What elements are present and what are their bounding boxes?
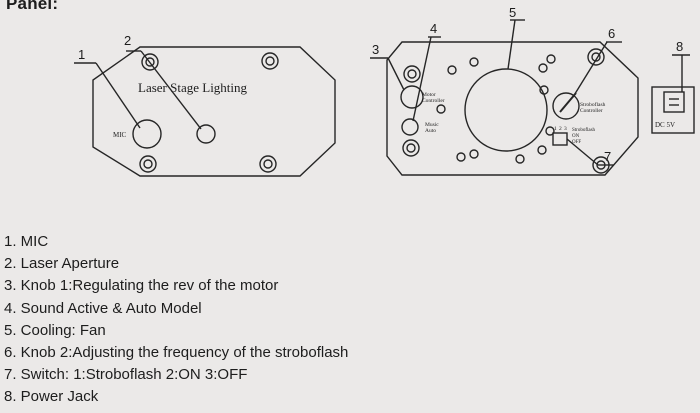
switch-position-label: 3 xyxy=(564,126,567,132)
motor-controller-label: Controller xyxy=(422,98,445,104)
hole-icon xyxy=(447,65,457,75)
svg-text:Motor Controller: Motor Controller xyxy=(422,92,445,104)
strobe-controller-label: Stroboflash xyxy=(580,101,606,108)
hole-icon xyxy=(456,152,466,162)
cooling-fan-icon xyxy=(464,68,548,152)
screw-icon xyxy=(259,155,277,173)
callout-number-3: 3 xyxy=(372,42,379,57)
front-panel-outline xyxy=(92,46,336,177)
hole-icon xyxy=(545,126,555,136)
legend-item: 4. Sound Active & Auto Model xyxy=(4,299,202,317)
callout-line-7 xyxy=(566,138,599,166)
callout-line-2b xyxy=(140,50,202,130)
svg-text:Stroboflash ON OFF: Stroboflash ON OFF xyxy=(572,128,596,145)
callout-number-4: 4 xyxy=(430,21,437,36)
legend-item: 6. Knob 2:Adjusting the frequency of the… xyxy=(4,344,349,362)
hole-icon xyxy=(537,145,547,155)
callout-number-5: 5 xyxy=(509,5,516,20)
callout-line-4b xyxy=(412,36,432,122)
legend-item: 5. Cooling: Fan xyxy=(4,321,106,339)
front-panel: Laser Stage Lighting MIC 1 2 xyxy=(74,33,336,177)
switch-icon xyxy=(552,132,568,146)
strobe-knob-icon xyxy=(552,92,580,120)
hole-icon xyxy=(469,57,479,67)
panel-diagram: Laser Stage Lighting MIC 1 2 xyxy=(74,5,695,177)
motor-knob-icon xyxy=(400,85,424,109)
callout-number-6: 6 xyxy=(608,26,615,41)
hole-icon xyxy=(436,104,446,114)
legend-item: 1. MIC xyxy=(4,233,49,250)
legend-item: 7. Switch: 1:Stroboflash 2:ON 3:OFF xyxy=(4,366,248,384)
screw-icon xyxy=(261,52,279,70)
hole-icon xyxy=(538,63,548,73)
power-jack-label: DC 5V xyxy=(655,121,675,129)
switch-position-label: 2 xyxy=(559,126,562,132)
screw-icon xyxy=(139,155,157,173)
strobe-controller-label: Controller xyxy=(580,108,603,114)
hole-icon xyxy=(469,149,479,159)
motor-controller-label: Motor xyxy=(422,92,436,98)
legend-item: 2. Laser Aperture xyxy=(4,255,120,273)
screw-icon xyxy=(141,53,159,71)
music-auto-label: Auto xyxy=(425,128,436,134)
mic-icon xyxy=(132,119,162,149)
switch-label: OFF xyxy=(572,140,581,145)
callout-line-1b xyxy=(95,62,141,129)
svg-text:Music Auto: Music Auto xyxy=(425,122,440,134)
back-panel-outline xyxy=(386,41,639,176)
callout-line-6b xyxy=(572,41,608,98)
callout-line-3b xyxy=(387,57,405,91)
laser-aperture-icon xyxy=(196,124,216,144)
callout-number-7: 7 xyxy=(604,149,611,164)
switch-position-label: 1 xyxy=(554,126,557,132)
power-jack: DC 5V 8 xyxy=(651,39,695,134)
svg-text:Stroboflash Controller: Stroboflash Controller xyxy=(580,101,607,114)
callout-line-5b xyxy=(507,19,516,70)
legend-list: 1. MIC 2. Laser Aperture 3. Knob 1:Regul… xyxy=(4,231,348,409)
legend-item: 8. Power Jack xyxy=(4,388,99,406)
callout-number-8: 8 xyxy=(676,39,683,54)
sound-auto-knob-icon xyxy=(401,118,419,136)
back-panel: Motor Controller Music Auto Stroboflash … xyxy=(370,5,639,176)
panel-heading: Panel: xyxy=(6,0,59,13)
switch-label: ON xyxy=(572,134,580,139)
mic-label: MIC xyxy=(113,131,127,139)
power-jack-outline xyxy=(651,86,695,134)
hole-icon xyxy=(546,54,556,64)
switch-label: Stroboflash xyxy=(572,128,596,133)
front-panel-title: Laser Stage Lighting xyxy=(138,80,248,95)
power-jack-socket-icon xyxy=(663,91,685,113)
hole-icon xyxy=(515,154,525,164)
callout-number-1: 1 xyxy=(78,47,85,62)
music-auto-label: Music xyxy=(425,122,439,128)
callout-number-2: 2 xyxy=(124,33,131,48)
screw-icon xyxy=(403,65,421,83)
svg-text:1 2 3: 1 2 3 xyxy=(554,126,567,132)
screw-icon xyxy=(402,139,420,157)
legend-item: 3. Knob 1:Regulating the rev of the moto… xyxy=(4,277,279,295)
